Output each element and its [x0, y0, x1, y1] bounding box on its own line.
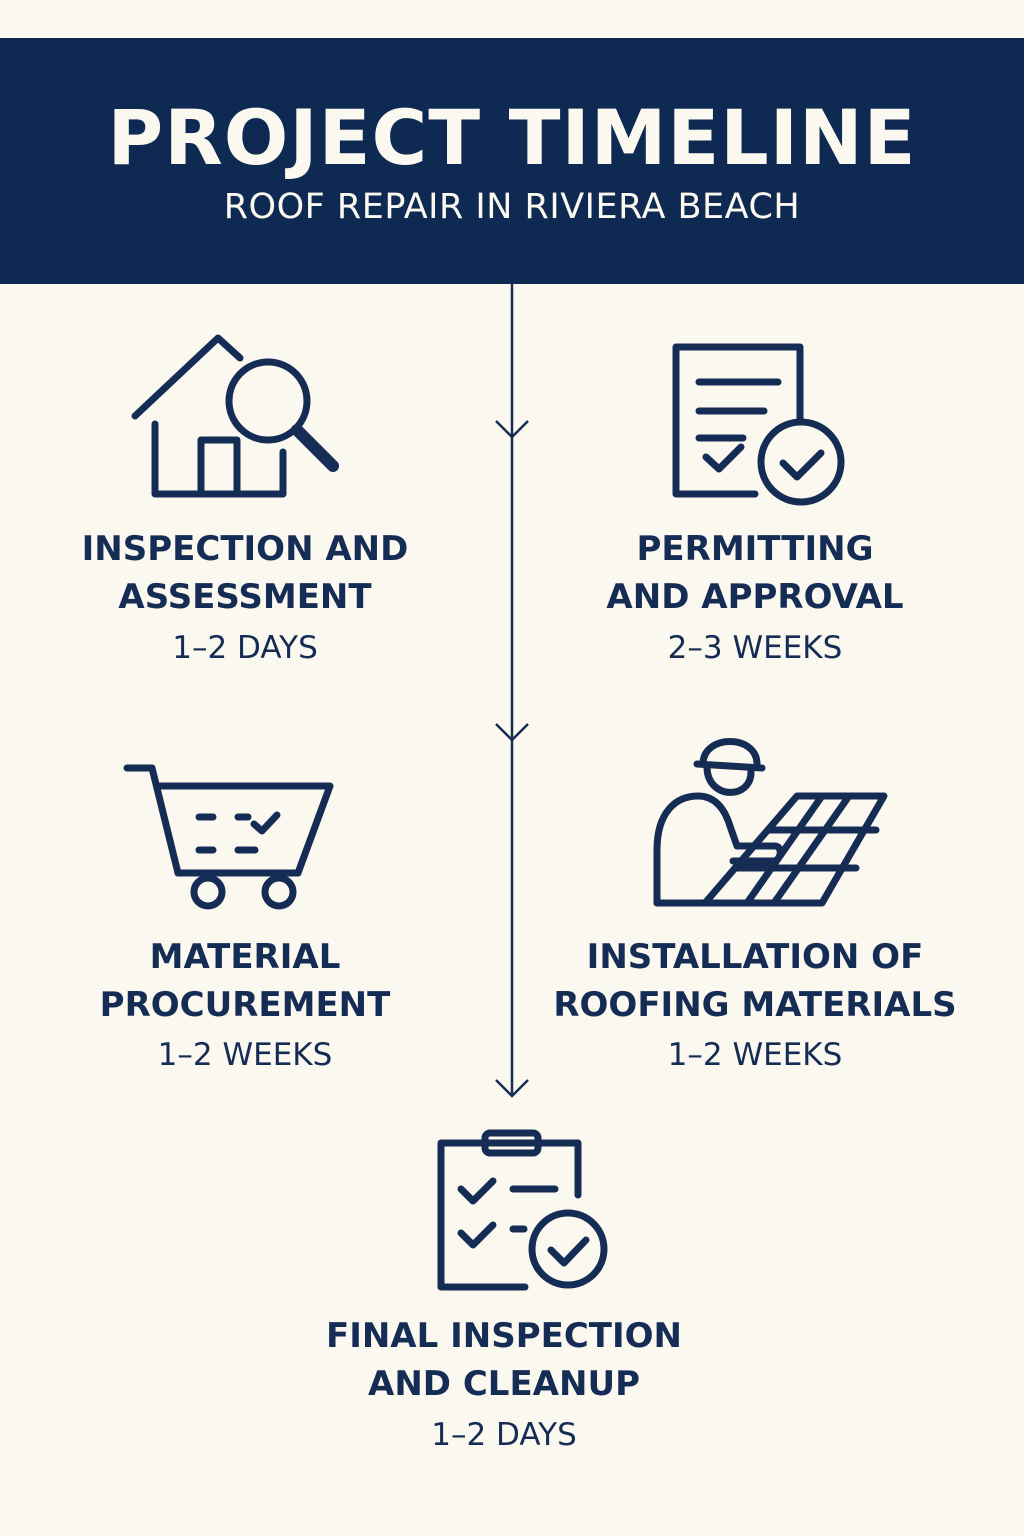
- step-1-duration: 1–2 DAYS: [172, 630, 318, 666]
- step-3-duration: 1–2 WEEKS: [157, 1037, 333, 1073]
- page-title: PROJECT TIMELINE: [107, 93, 917, 182]
- step-1-title: INSPECTION AND ASSESSMENT: [81, 529, 409, 617]
- header-banner: PROJECT TIMELINE ROOF REPAIR IN RIVIERA …: [0, 38, 1024, 284]
- timeline-arrow-1: [495, 420, 529, 439]
- timeline-arrow-3: [495, 1079, 529, 1098]
- step-2-duration: 2–3 WEEKS: [667, 630, 843, 666]
- step-4-duration: 1–2 WEEKS: [667, 1037, 843, 1073]
- step-3-title: MATERIAL PROCUREMENT: [99, 937, 391, 1025]
- document-check-icon: [672, 343, 845, 506]
- house-search-icon: [131, 334, 339, 498]
- step-5-title: FINAL INSPECTION AND CLEANUP: [325, 1316, 683, 1404]
- shopping-cart-icon: [123, 764, 334, 910]
- clipboard-check-icon: [437, 1129, 608, 1291]
- step-2-title: PERMITTING AND APPROVAL: [606, 529, 904, 617]
- timeline-arrow-2: [495, 723, 529, 742]
- step-5-duration: 1–2 DAYS: [431, 1417, 577, 1453]
- step-4-title: INSTALLATION OF ROOFING MATERIALS: [553, 937, 957, 1025]
- roofer-worker-icon: [653, 738, 888, 907]
- page-subtitle: ROOF REPAIR IN RIVIERA BEACH: [223, 187, 801, 227]
